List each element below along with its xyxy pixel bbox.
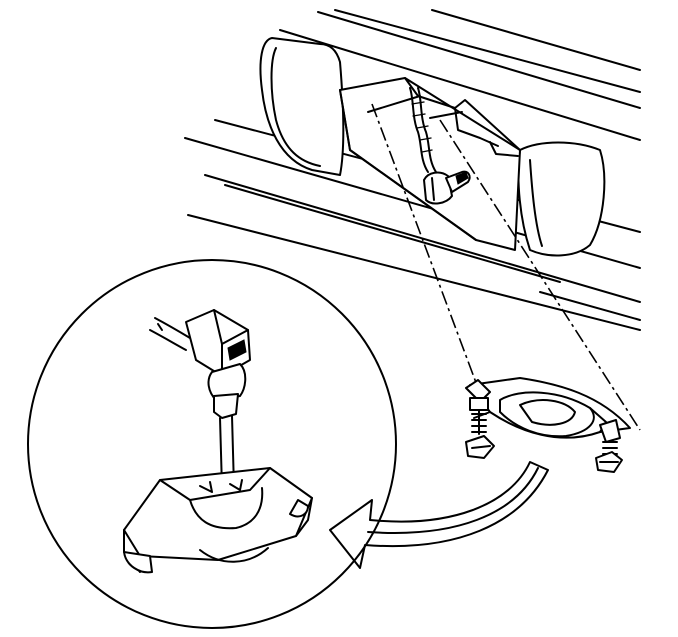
mounting-screw-left <box>465 379 495 459</box>
inset-lamp-housing <box>123 467 313 574</box>
explode-guide-lines <box>371 103 641 431</box>
inset-harness <box>149 317 191 351</box>
lamp-recess <box>339 77 521 251</box>
detail-inset <box>27 259 397 629</box>
direction-arrow <box>329 461 549 569</box>
wiring-harness <box>409 87 437 173</box>
mounting-screw-right <box>595 419 623 473</box>
right-lamp-lens <box>517 141 606 257</box>
bulb-socket-installed <box>423 170 471 205</box>
lamp-housing <box>469 377 631 439</box>
left-lamp-lens <box>259 37 345 176</box>
inset-bulb-socket <box>185 309 251 489</box>
